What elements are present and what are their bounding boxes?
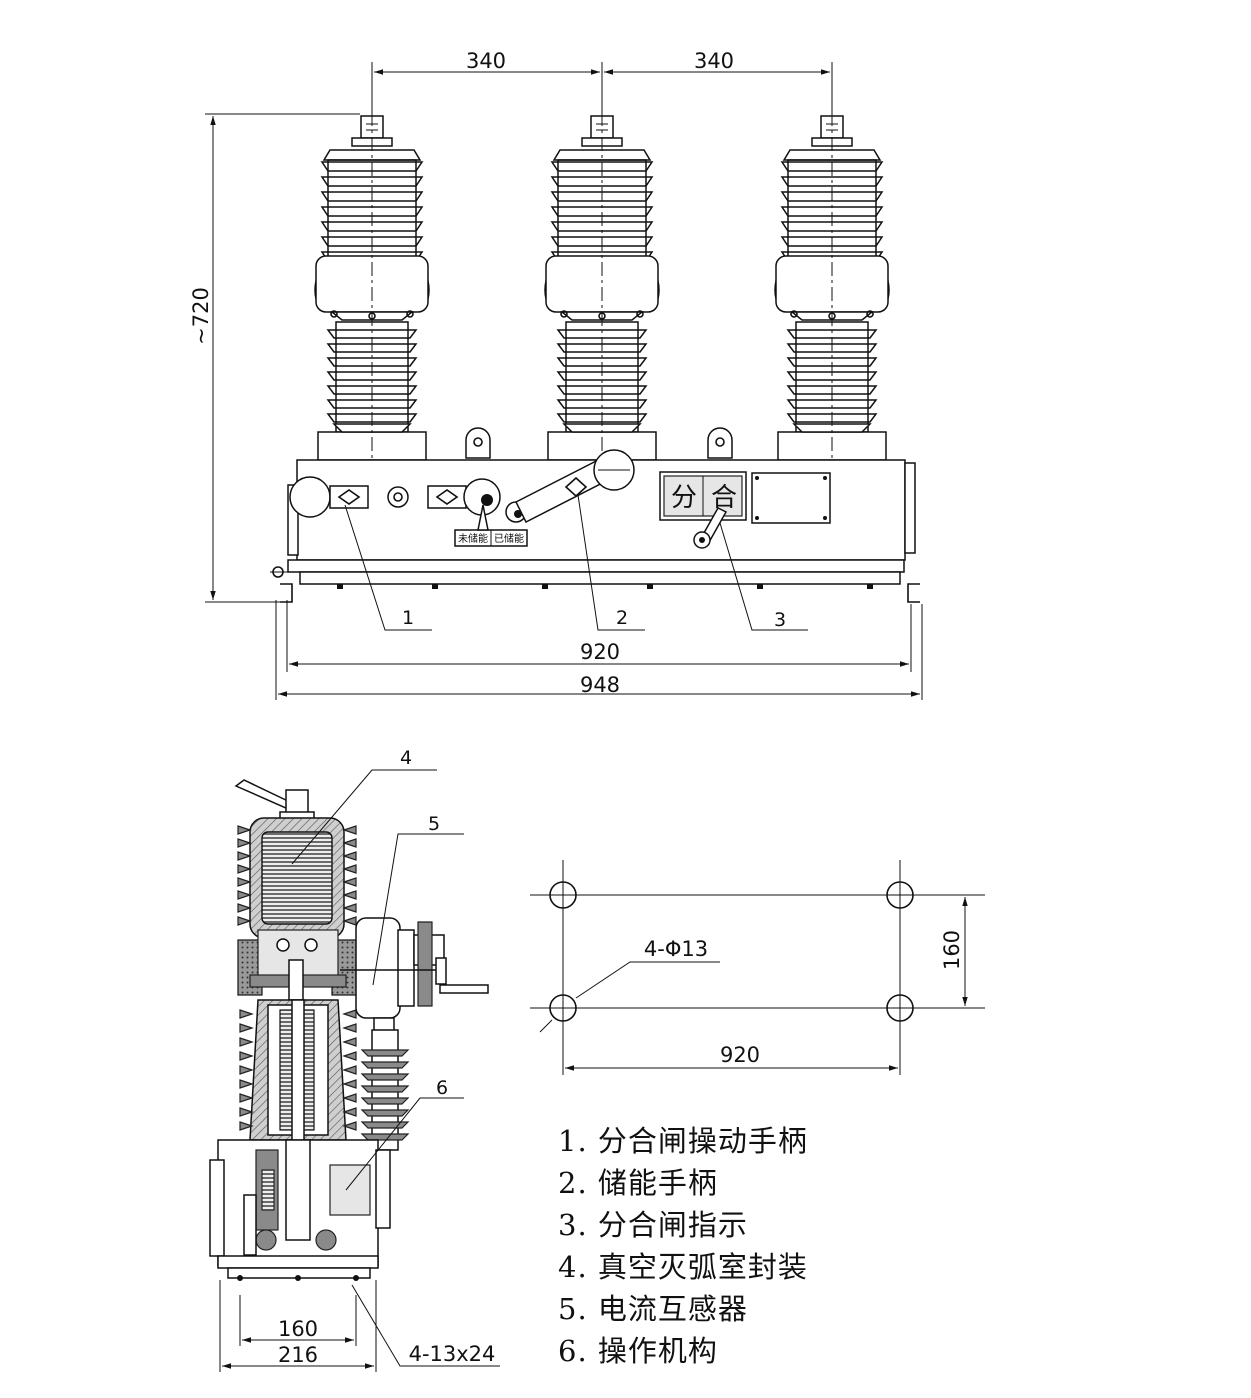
legend-item: 1. 分合闸操动手柄 [558,1124,808,1158]
insulator-shape [314,112,430,470]
mount-hole [549,994,577,1022]
callout-6: 6 [436,1077,448,1099]
legend: 1. 分合闸操动手柄 2. 储能手柄 3. 分合闸指示 4. 真空灭弧室封装 5… [558,1124,808,1368]
side-section-view: 4 5 6 160 216 4-13x24 [209,747,500,1372]
dim-mount-length: 920 [720,1043,760,1067]
ct-insulator [360,1029,410,1151]
lifting-lug-left [465,427,491,459]
current-transformer [340,917,489,1033]
lifting-lug-right [707,427,733,459]
callout-1: 1 [402,607,414,629]
callout-4: 4 [400,747,412,769]
dim-height: ~720 [189,287,213,345]
dim-pole-spacing-left: 340 [466,49,506,73]
pole-1 [314,112,430,470]
callout-5: 5 [428,813,440,835]
dim-width-outer: 948 [580,673,620,697]
indicator-close: 合 [711,483,737,513]
callout-3: 3 [774,609,786,631]
insulator-shape [774,112,890,470]
legend-item: 5. 电流互感器 [558,1292,748,1326]
base-dimensions: 160 216 4-13x24 [219,1280,500,1372]
label-not-charged: 未储能 [458,532,488,545]
top-dimension: 340 340 [371,49,833,118]
middle-body [239,929,357,1201]
insulator-shape [544,112,660,470]
mounting-plan: 160 920 4-Φ13 [530,860,985,1075]
legend-item: 2. 储能手柄 [558,1166,718,1200]
insulator-sheds [342,1009,357,1131]
insulator-sheds [239,1009,254,1131]
bolt-row [337,584,873,589]
dim-mount-pitch: 160 [940,930,964,970]
top-terminal [234,779,315,821]
dim-pole-spacing-right: 340 [694,49,734,73]
dim-base-outer: 216 [278,1343,318,1367]
callouts-side: 4 5 6 [291,747,464,1191]
dim-hole-spec: 4-Φ13 [644,937,708,961]
storage-handle-2[interactable] [505,449,635,524]
ct-sheds [360,1049,410,1141]
front-view: 340 340 ~720 [189,49,923,700]
callout-2: 2 [616,607,628,629]
dim-base-inner: 160 [278,1317,318,1341]
operating-mechanism [209,1139,391,1281]
bottom-dimension: 920 948 [275,600,923,700]
height-dimension: ~720 [189,113,360,603]
upper-insulator [237,817,357,996]
mount-hole [886,881,914,909]
insulator-sheds [237,825,252,926]
callouts-front: 1 2 3 [344,494,808,631]
insulator-sheds [342,825,357,926]
mount-hole [886,994,914,1022]
pole-2 [544,112,660,470]
on-off-indicator: 分 合 [659,471,747,549]
dim-width-inner: 920 [580,640,620,664]
legend-item: 4. 真空灭弧室封装 [558,1250,808,1284]
legend-item: 3. 分合闸指示 [558,1208,748,1242]
operating-handle-1[interactable] [289,476,501,518]
indicator-open: 分 [671,483,697,513]
label-charged: 已储能 [494,532,524,545]
panel-cover [751,472,831,524]
pole-3 [774,112,890,470]
mount-hole [549,881,577,909]
dim-base-slot: 4-13x24 [409,1342,496,1366]
legend-item: 6. 操作机构 [558,1334,718,1368]
energy-label-plate: 未储能 已储能 [454,504,528,547]
